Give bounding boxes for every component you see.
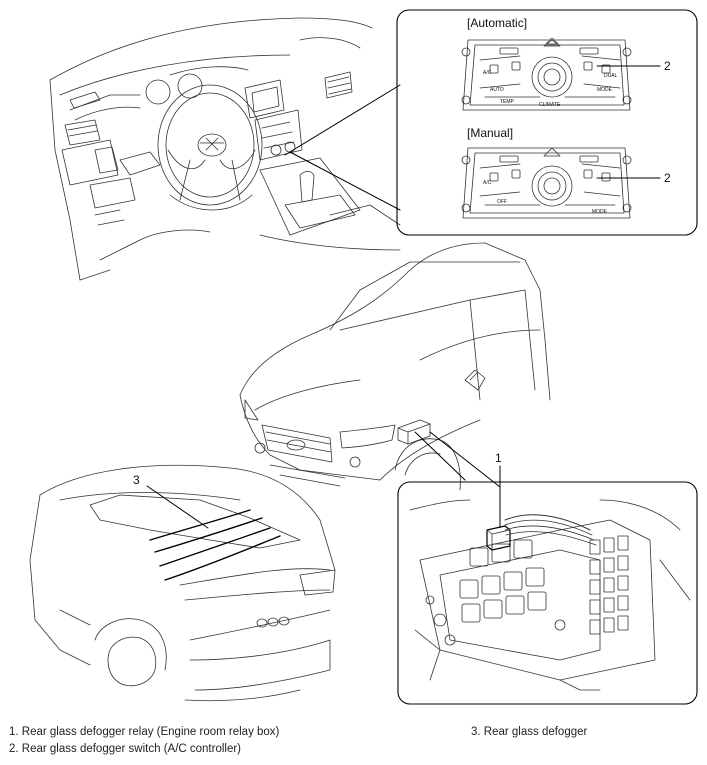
rear-car-drawing [29,464,336,702]
manual-controller-drawing [461,147,661,219]
controller-mode-text-manual: MODE [592,209,607,215]
legend-item-3: 3. Rear glass defogger [471,726,588,738]
legend-item-2: 2. Rear glass defogger switch (A/C contr… [9,743,242,755]
callout-2-manual: 2 [664,171,671,185]
automatic-label: [Automatic] [467,16,528,30]
controller-off-text: OFF [497,199,507,205]
controller-auto-text: AUTO [490,87,504,93]
legend-item-1: 1. Rear glass defogger relay (Engine roo… [9,726,280,738]
controller-inset-frame [396,9,698,236]
callout-2-automatic: 2 [664,59,671,73]
front-car-drawing [239,242,551,491]
callout-3: 3 [133,473,140,487]
dashboard-interior-drawing [49,17,401,281]
manual-label: [Manual] [467,126,514,140]
controller-mode-text: MODE [597,87,612,93]
relay-box-inset-frame [397,481,698,705]
controller-climate-text: CLIMATE [539,102,561,108]
controller-dual-text: DUAL [604,73,618,79]
automatic-controller-drawing [461,37,661,111]
controller-ac-text-manual: A/C [483,180,492,186]
relay-box-drawing [409,465,691,691]
controller-ac-text: A/C [483,70,492,76]
controller-temp-text: TEMP [500,99,514,105]
callout-1: 1 [495,451,502,465]
